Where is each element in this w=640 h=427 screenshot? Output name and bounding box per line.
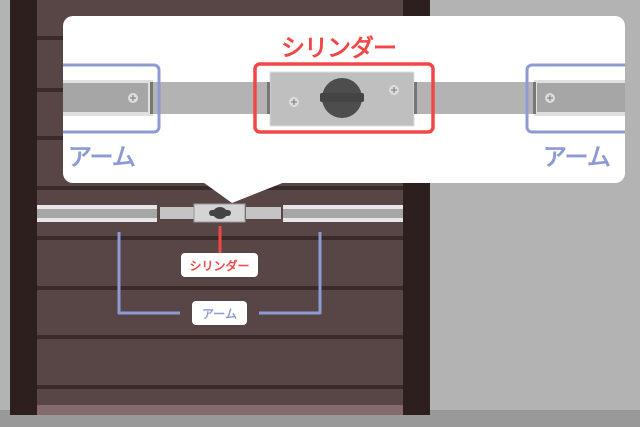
screw-icon xyxy=(389,85,399,95)
connector-right xyxy=(246,207,281,219)
right-arm-detail xyxy=(533,80,625,116)
screw-icon xyxy=(289,97,299,107)
callout-zoom-illustration xyxy=(63,62,625,134)
arm-label: アーム xyxy=(192,301,247,325)
arm-bracket-left xyxy=(117,232,180,315)
callout-tail xyxy=(200,180,290,203)
screw-icon xyxy=(128,93,138,103)
connector-left xyxy=(160,207,194,219)
left-arm-bar xyxy=(37,205,157,222)
callout-bubble: シリンダー アーム アーム xyxy=(63,16,625,183)
frame-post-left xyxy=(10,0,37,415)
cylinder-knob-icon xyxy=(320,78,364,118)
callout-title: シリンダー xyxy=(281,34,397,62)
cylinder-knob-icon xyxy=(209,207,231,219)
screw-icon xyxy=(545,93,555,103)
left-arm-highlight xyxy=(63,63,161,134)
callout-right-arm-label: アーム xyxy=(543,143,611,171)
right-arm-bar xyxy=(283,205,403,222)
arm-bracket-right xyxy=(259,232,322,315)
callout-left-arm-label: アーム xyxy=(68,143,136,171)
cylinder-highlight xyxy=(253,62,435,134)
right-arm-highlight xyxy=(525,63,625,134)
cylinder-label: シリンダー xyxy=(181,253,258,277)
left-arm-detail xyxy=(63,80,153,116)
